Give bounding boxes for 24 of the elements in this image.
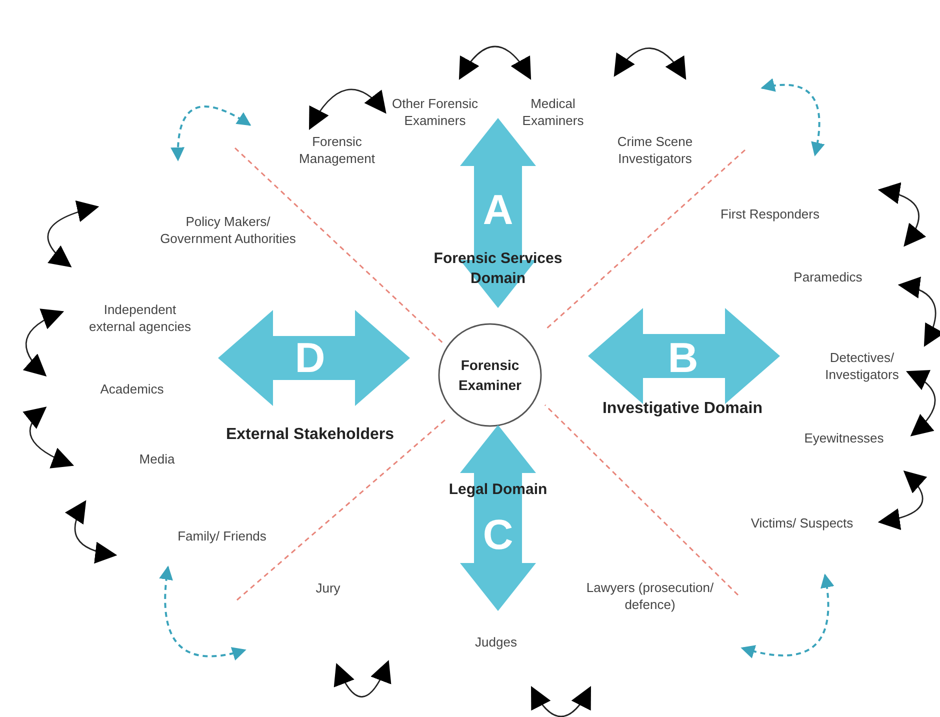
stakeholder-label: Medical Examiners xyxy=(521,95,585,129)
stakeholder-label: Detectives/ Investigators xyxy=(824,349,900,383)
stakeholder-label: Crime Scene Investigators xyxy=(616,133,694,167)
stakeholder-label: Media xyxy=(138,450,176,468)
domain-name: Investigative Domain xyxy=(601,399,764,419)
stakeholder-label: Forensic Management xyxy=(298,133,376,167)
domain-letter: A xyxy=(482,186,514,234)
stakeholder-label: Academics xyxy=(99,380,165,398)
stakeholder-label: Other Forensic Examiners xyxy=(391,95,479,129)
stakeholder-label: Judges xyxy=(474,634,518,650)
stakeholder-label: Lawyers (prosecution/ defence) xyxy=(585,579,715,613)
stakeholder-label: Policy Makers/ Government Authorities xyxy=(159,213,297,247)
domain-letter: D xyxy=(294,334,326,382)
stakeholder-label: First Responders xyxy=(720,206,820,222)
domain-letter: B xyxy=(666,334,700,382)
stakeholder-label: Independent external agencies xyxy=(88,301,192,335)
domain-letter: C xyxy=(482,511,514,559)
stakeholder-label: Family/ Friends xyxy=(176,528,268,544)
stakeholder-label: Victims/ Suspects xyxy=(750,514,854,532)
node-label: Forensic Examiner xyxy=(457,356,523,395)
stakeholder-label: Paramedics xyxy=(792,268,864,286)
stakeholder-label: Jury xyxy=(314,580,342,596)
stakeholder-label: Eyewitnesses xyxy=(803,430,885,446)
domain-name: External Stakeholders xyxy=(224,425,396,445)
